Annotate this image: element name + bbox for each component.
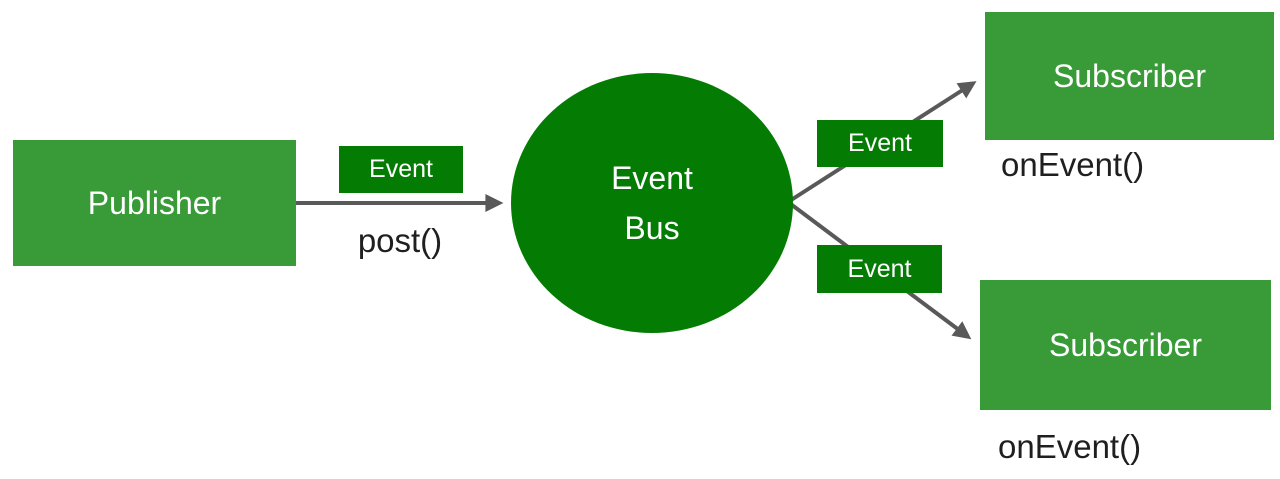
subscriber-label: Subscriber — [1049, 326, 1202, 363]
subscriber-node-top: Subscriber — [985, 12, 1274, 140]
onevent-method-label-top: onEvent() — [1001, 146, 1145, 183]
event-badge-publish: Event — [339, 146, 463, 193]
event-badge-label: Event — [369, 155, 433, 183]
event-bus-label-line2: Bus — [624, 210, 680, 246]
subscriber-label: Subscriber — [1053, 57, 1206, 94]
event-bus-node: Event Bus — [511, 73, 793, 333]
subscriber-node-bottom: Subscriber — [980, 280, 1271, 410]
publisher-label: Publisher — [87, 184, 222, 221]
onevent-method-label-bottom: onEvent() — [998, 428, 1142, 465]
event-badge-label: Event — [848, 129, 912, 157]
event-badge-subscribe-bottom: Event — [817, 245, 942, 293]
event-badge-subscribe-top: Event — [817, 120, 943, 167]
publisher-node: Publisher — [13, 140, 296, 266]
post-method-label: post() — [357, 222, 443, 259]
event-bus-label-line1: Event — [611, 160, 693, 196]
event-badge-label: Event — [847, 254, 912, 283]
